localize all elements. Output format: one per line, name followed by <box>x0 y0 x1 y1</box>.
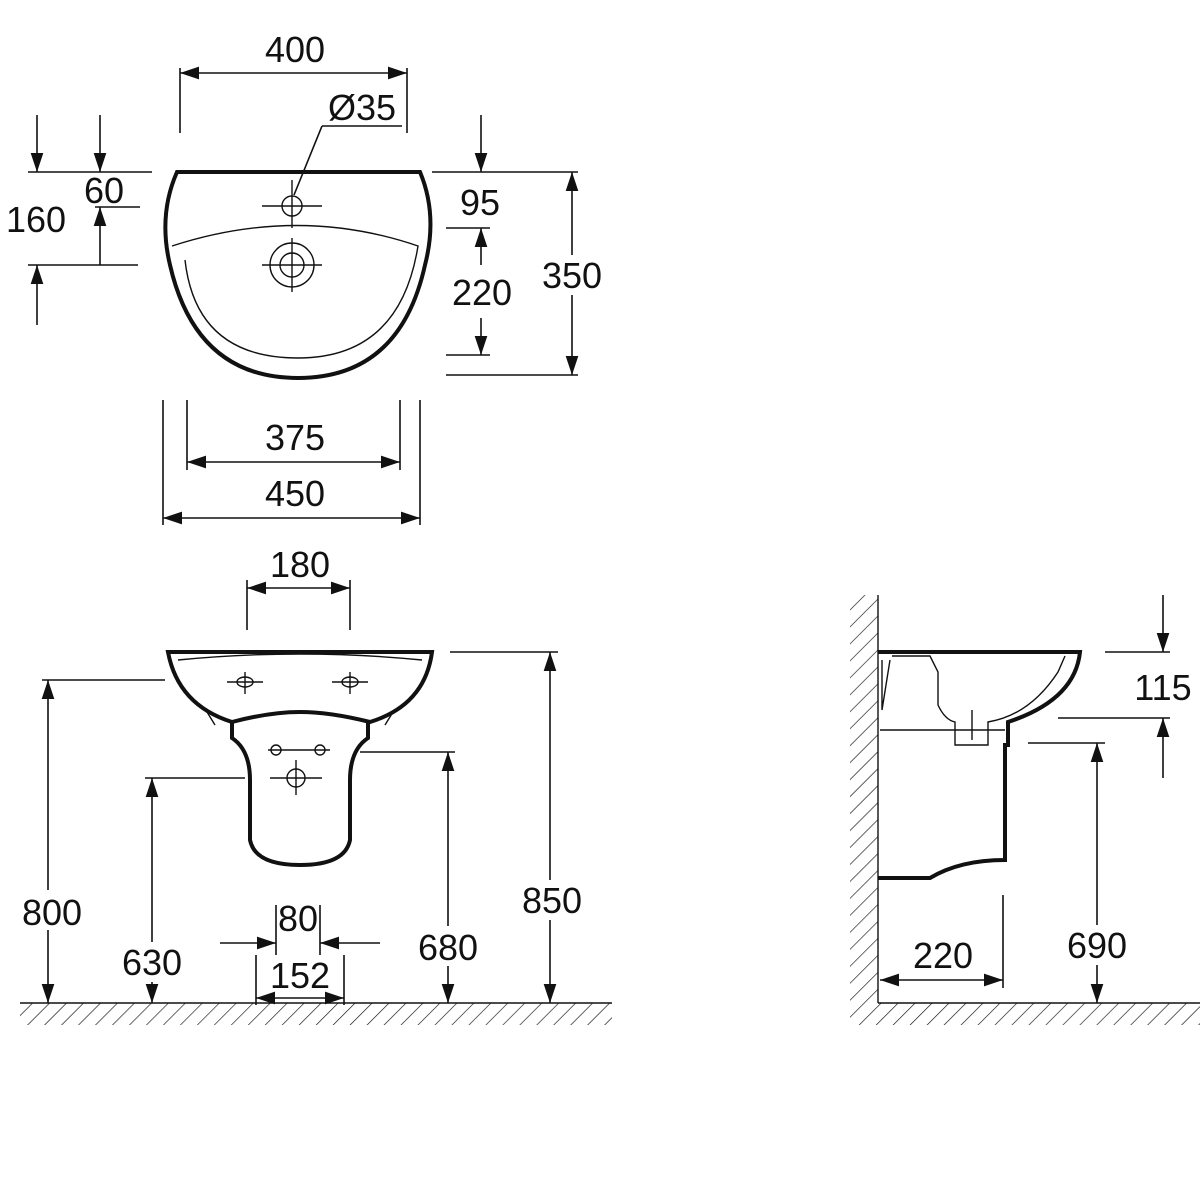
dim-220: 220 <box>452 272 512 313</box>
dim-350: 350 <box>542 255 602 296</box>
dim-152: 152 <box>270 955 330 996</box>
dim-220-side: 220 <box>913 935 973 976</box>
dim-400: 400 <box>265 29 325 70</box>
dim-115: 115 <box>1134 667 1191 708</box>
dim-375: 375 <box>265 417 325 458</box>
front-view: 180 800 630 680 850 80 152 <box>16 544 612 1025</box>
dim-630: 630 <box>122 942 182 983</box>
side-view: 115 690 220 <box>850 595 1200 1025</box>
dim-690: 690 <box>1067 925 1127 966</box>
basin-outline-top <box>163 170 433 381</box>
floor-hatch <box>20 1003 612 1025</box>
fixing-hole-left-icon <box>227 672 263 694</box>
dim-95: 95 <box>460 182 500 223</box>
dim-680: 680 <box>418 927 478 968</box>
dim-180: 180 <box>270 544 330 585</box>
tap-hole-icon <box>262 180 322 228</box>
dim-850: 850 <box>522 880 582 921</box>
top-view: 400 Ø35 60 160 95 220 350 375 <box>6 29 606 525</box>
dim-80: 80 <box>278 898 318 939</box>
dim-800: 800 <box>22 892 82 933</box>
pipe-holes-icon <box>268 744 330 795</box>
dim-60: 60 <box>84 170 124 211</box>
dim-450: 450 <box>265 473 325 514</box>
dim-diameter-35: Ø35 <box>328 87 396 128</box>
pedestal-outline-front <box>230 722 370 868</box>
floor-hatch-side <box>878 1003 1200 1025</box>
bowl-outline-top <box>171 224 419 359</box>
dim-160: 160 <box>6 199 66 240</box>
wall-hatch <box>850 595 878 1025</box>
basin-outline-front <box>165 650 435 725</box>
basin-outline-side <box>878 650 1083 880</box>
drain-hole-icon <box>262 238 322 292</box>
fixing-hole-right-icon <box>332 672 368 694</box>
